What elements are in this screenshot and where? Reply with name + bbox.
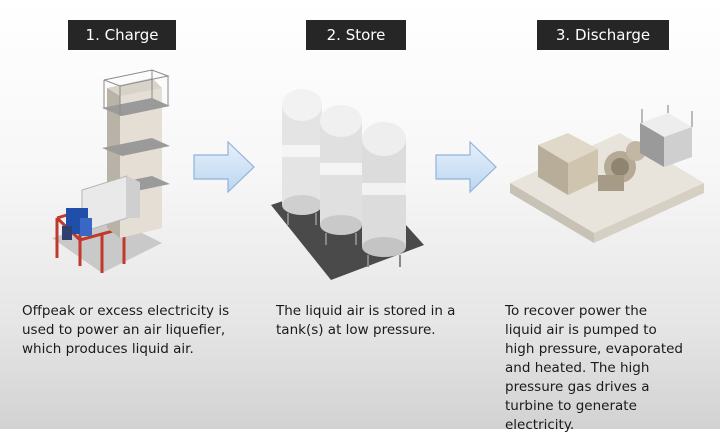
step-description-store: The liquid air is stored in a tank(s) at… (276, 303, 456, 338)
step-description-discharge: To recover power the liquid air is pumpe… (505, 303, 684, 433)
turbine-plant-illustration (510, 105, 704, 243)
right-arrow-icon (193, 140, 255, 194)
storage-tanks-illustration (271, 89, 424, 280)
step-label-store: 2. Store (306, 20, 406, 50)
step-description-charge: Offpeak or excess electricity is used to… (22, 303, 230, 357)
right-arrow-icon (435, 140, 497, 194)
step-label-discharge: 3. Discharge (537, 20, 669, 50)
liquefier-tower-illustration (52, 69, 170, 273)
step-label-charge: 1. Charge (68, 20, 176, 50)
